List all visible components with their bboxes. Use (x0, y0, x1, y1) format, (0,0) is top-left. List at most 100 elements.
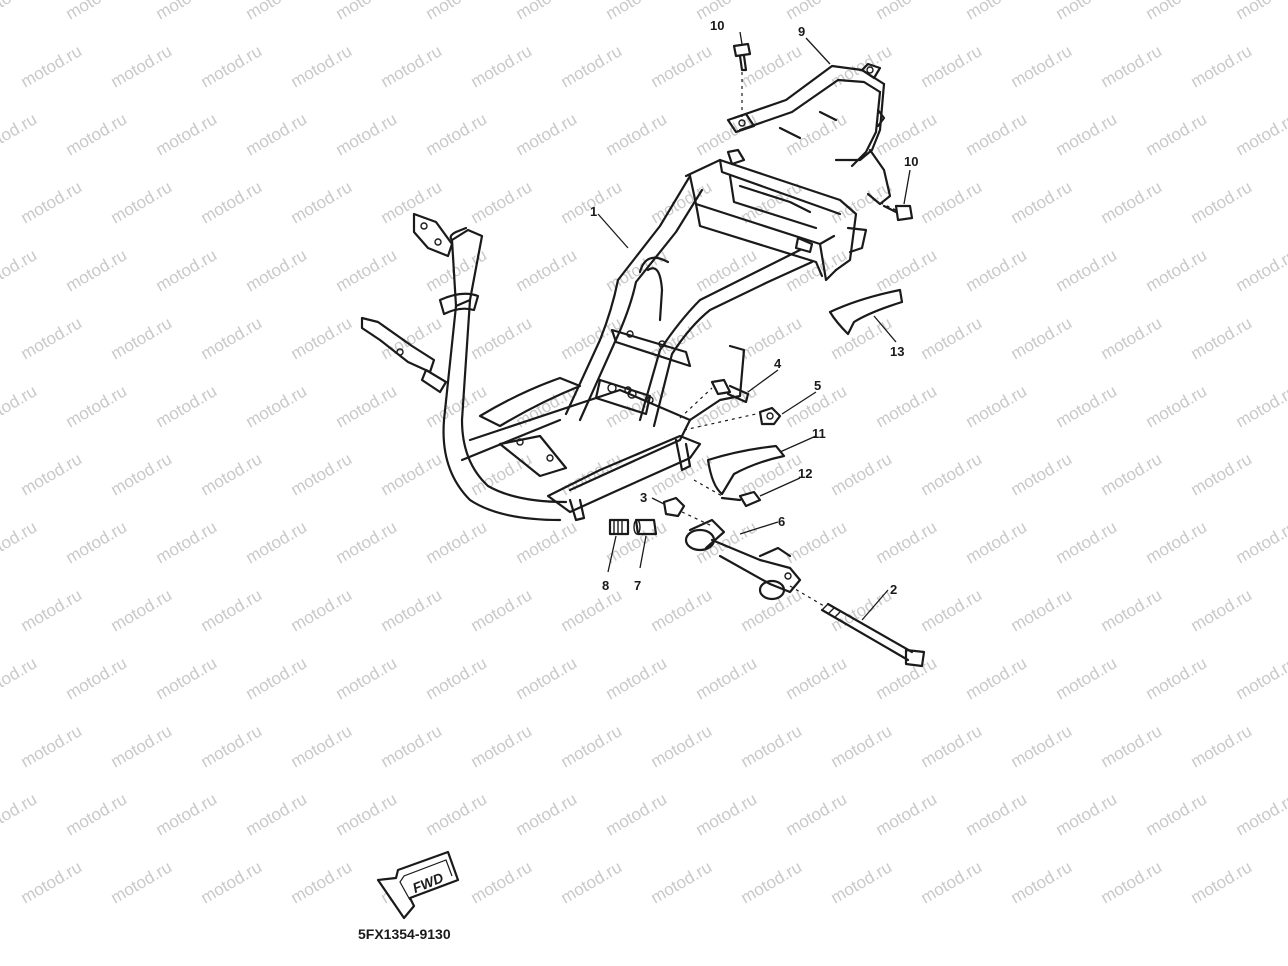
watermark-text: motod.ru (63, 109, 131, 159)
watermark-text: motod.ru (1143, 517, 1211, 567)
frame-drawing (360, 148, 868, 522)
watermark-text: motod.ru (423, 0, 491, 23)
watermark-text: motod.ru (198, 41, 266, 91)
watermark-text: motod.ru (1143, 381, 1211, 431)
watermark-text: motod.ru (198, 449, 266, 499)
watermark-text: motod.ru (963, 517, 1031, 567)
bracket-11-drawing (706, 444, 786, 496)
watermark-text: motod.ru (1188, 585, 1256, 635)
watermark-text: motod.ru (288, 449, 356, 499)
callout-12: 12 (798, 466, 812, 481)
watermark-text: motod.ru (828, 449, 896, 499)
callout-9: 9 (798, 24, 805, 39)
shaft-2-drawing (789, 585, 926, 668)
watermark-text: motod.ru (603, 789, 671, 839)
watermark-text: motod.ru (108, 449, 176, 499)
watermark-text: motod.ru (288, 313, 356, 363)
watermark-text: motod.ru (378, 721, 446, 771)
watermark-text: motod.ru (963, 245, 1031, 295)
watermark-text: motod.ru (378, 313, 446, 363)
watermark-text: motod.ru (648, 177, 716, 227)
callout-5: 5 (814, 378, 821, 393)
watermark-text: motod.ru (18, 177, 86, 227)
watermark-text: motod.ru (333, 0, 401, 23)
watermark-text: motod.ru (0, 245, 40, 295)
watermark-text: motod.ru (873, 517, 941, 567)
watermark-text: motod.ru (603, 653, 671, 703)
watermark-text: motod.ru (738, 857, 806, 907)
watermark-text: motod.ru (198, 585, 266, 635)
watermark-text: motod.ru (108, 177, 176, 227)
stand-6-drawing (684, 518, 802, 601)
watermark-text: motod.ru (0, 789, 40, 839)
watermark-text: motod.ru (18, 857, 86, 907)
bolt-4-drawing (679, 378, 750, 419)
watermark-text: motod.ru (963, 0, 1031, 23)
callout-13: 13 (890, 344, 904, 359)
watermark-text: motod.ru (513, 789, 581, 839)
watermark-text: motod.ru (108, 721, 176, 771)
watermark-text: motod.ru (603, 0, 671, 23)
watermark-text: motod.ru (63, 0, 131, 23)
watermark-text: motod.ru (918, 177, 986, 227)
watermark-text: motod.ru (468, 857, 536, 907)
watermark-text: motod.ru (468, 177, 536, 227)
watermark-text: motod.ru (468, 721, 536, 771)
watermark-text: motod.ru (1008, 721, 1076, 771)
watermark-text: motod.ru (288, 177, 356, 227)
watermark-text: motod.ru (63, 381, 131, 431)
watermark-text: motod.ru (513, 245, 581, 295)
watermark-text: motod.ru (1008, 449, 1076, 499)
watermark-text: motod.ru (648, 41, 716, 91)
watermark-text: motod.ru (333, 789, 401, 839)
watermark-text: motod.ru (738, 721, 806, 771)
nut-3-drawing (662, 496, 713, 527)
watermark-text: motod.ru (423, 381, 491, 431)
watermark-text: motod.ru (828, 721, 896, 771)
watermark-text: motod.ru (0, 381, 40, 431)
watermark-text: motod.ru (603, 109, 671, 159)
bolt-10-right-drawing (873, 199, 914, 222)
watermark-text: motod.ru (1233, 109, 1288, 159)
callout-labels: 10 9 10 1 13 4 5 11 12 3 6 7 8 2 (590, 18, 918, 597)
watermark-text: motod.ru (1233, 0, 1288, 23)
watermark-text: motod.ru (378, 177, 446, 227)
watermark-text: motod.ru (558, 41, 626, 91)
watermark-text: motod.ru (153, 381, 221, 431)
callout-10-right: 10 (904, 154, 918, 169)
watermark-text: motod.ru (243, 245, 311, 295)
watermark-text: motod.ru (153, 517, 221, 567)
watermark-text: motod.ru (1008, 177, 1076, 227)
watermark-text: motod.ru (828, 177, 896, 227)
watermark-text: motod.ru (828, 857, 896, 907)
watermark-text: motod.ru (0, 653, 40, 703)
watermark-text: motod.ru (423, 789, 491, 839)
watermark-text: motod.ru (243, 381, 311, 431)
watermark-text: motod.ru (738, 585, 806, 635)
watermark-text: motod.ru (1233, 517, 1288, 567)
collar-7-drawing (633, 518, 658, 536)
leader-lines (597, 31, 911, 621)
watermark-text: motod.ru (1233, 789, 1288, 839)
watermark-text: motod.ru (558, 585, 626, 635)
watermark-text: motod.ru (423, 653, 491, 703)
watermark-text: motod.ru (783, 789, 851, 839)
callout-10-top: 10 (710, 18, 724, 33)
watermark-text: motod.ru (18, 313, 86, 363)
watermark-text: motod.ru (288, 721, 356, 771)
watermark-text: motod.ru (468, 41, 536, 91)
nut-5-drawing (683, 406, 782, 431)
watermark-text: motod.ru (153, 653, 221, 703)
watermark-text: motod.ru (18, 585, 86, 635)
watermark-text: motod.ru (738, 313, 806, 363)
watermark-text: motod.ru (198, 721, 266, 771)
watermark-text: motod.ru (783, 653, 851, 703)
bolt-12-drawing (693, 479, 762, 508)
watermark-text: motod.ru (1098, 449, 1166, 499)
watermark-text: motod.ru (918, 585, 986, 635)
watermark-text: motod.ru (873, 245, 941, 295)
watermark-text: motod.ru (1143, 245, 1211, 295)
grab-bar-drawing (726, 62, 892, 206)
watermark-text: motod.ru (963, 653, 1031, 703)
